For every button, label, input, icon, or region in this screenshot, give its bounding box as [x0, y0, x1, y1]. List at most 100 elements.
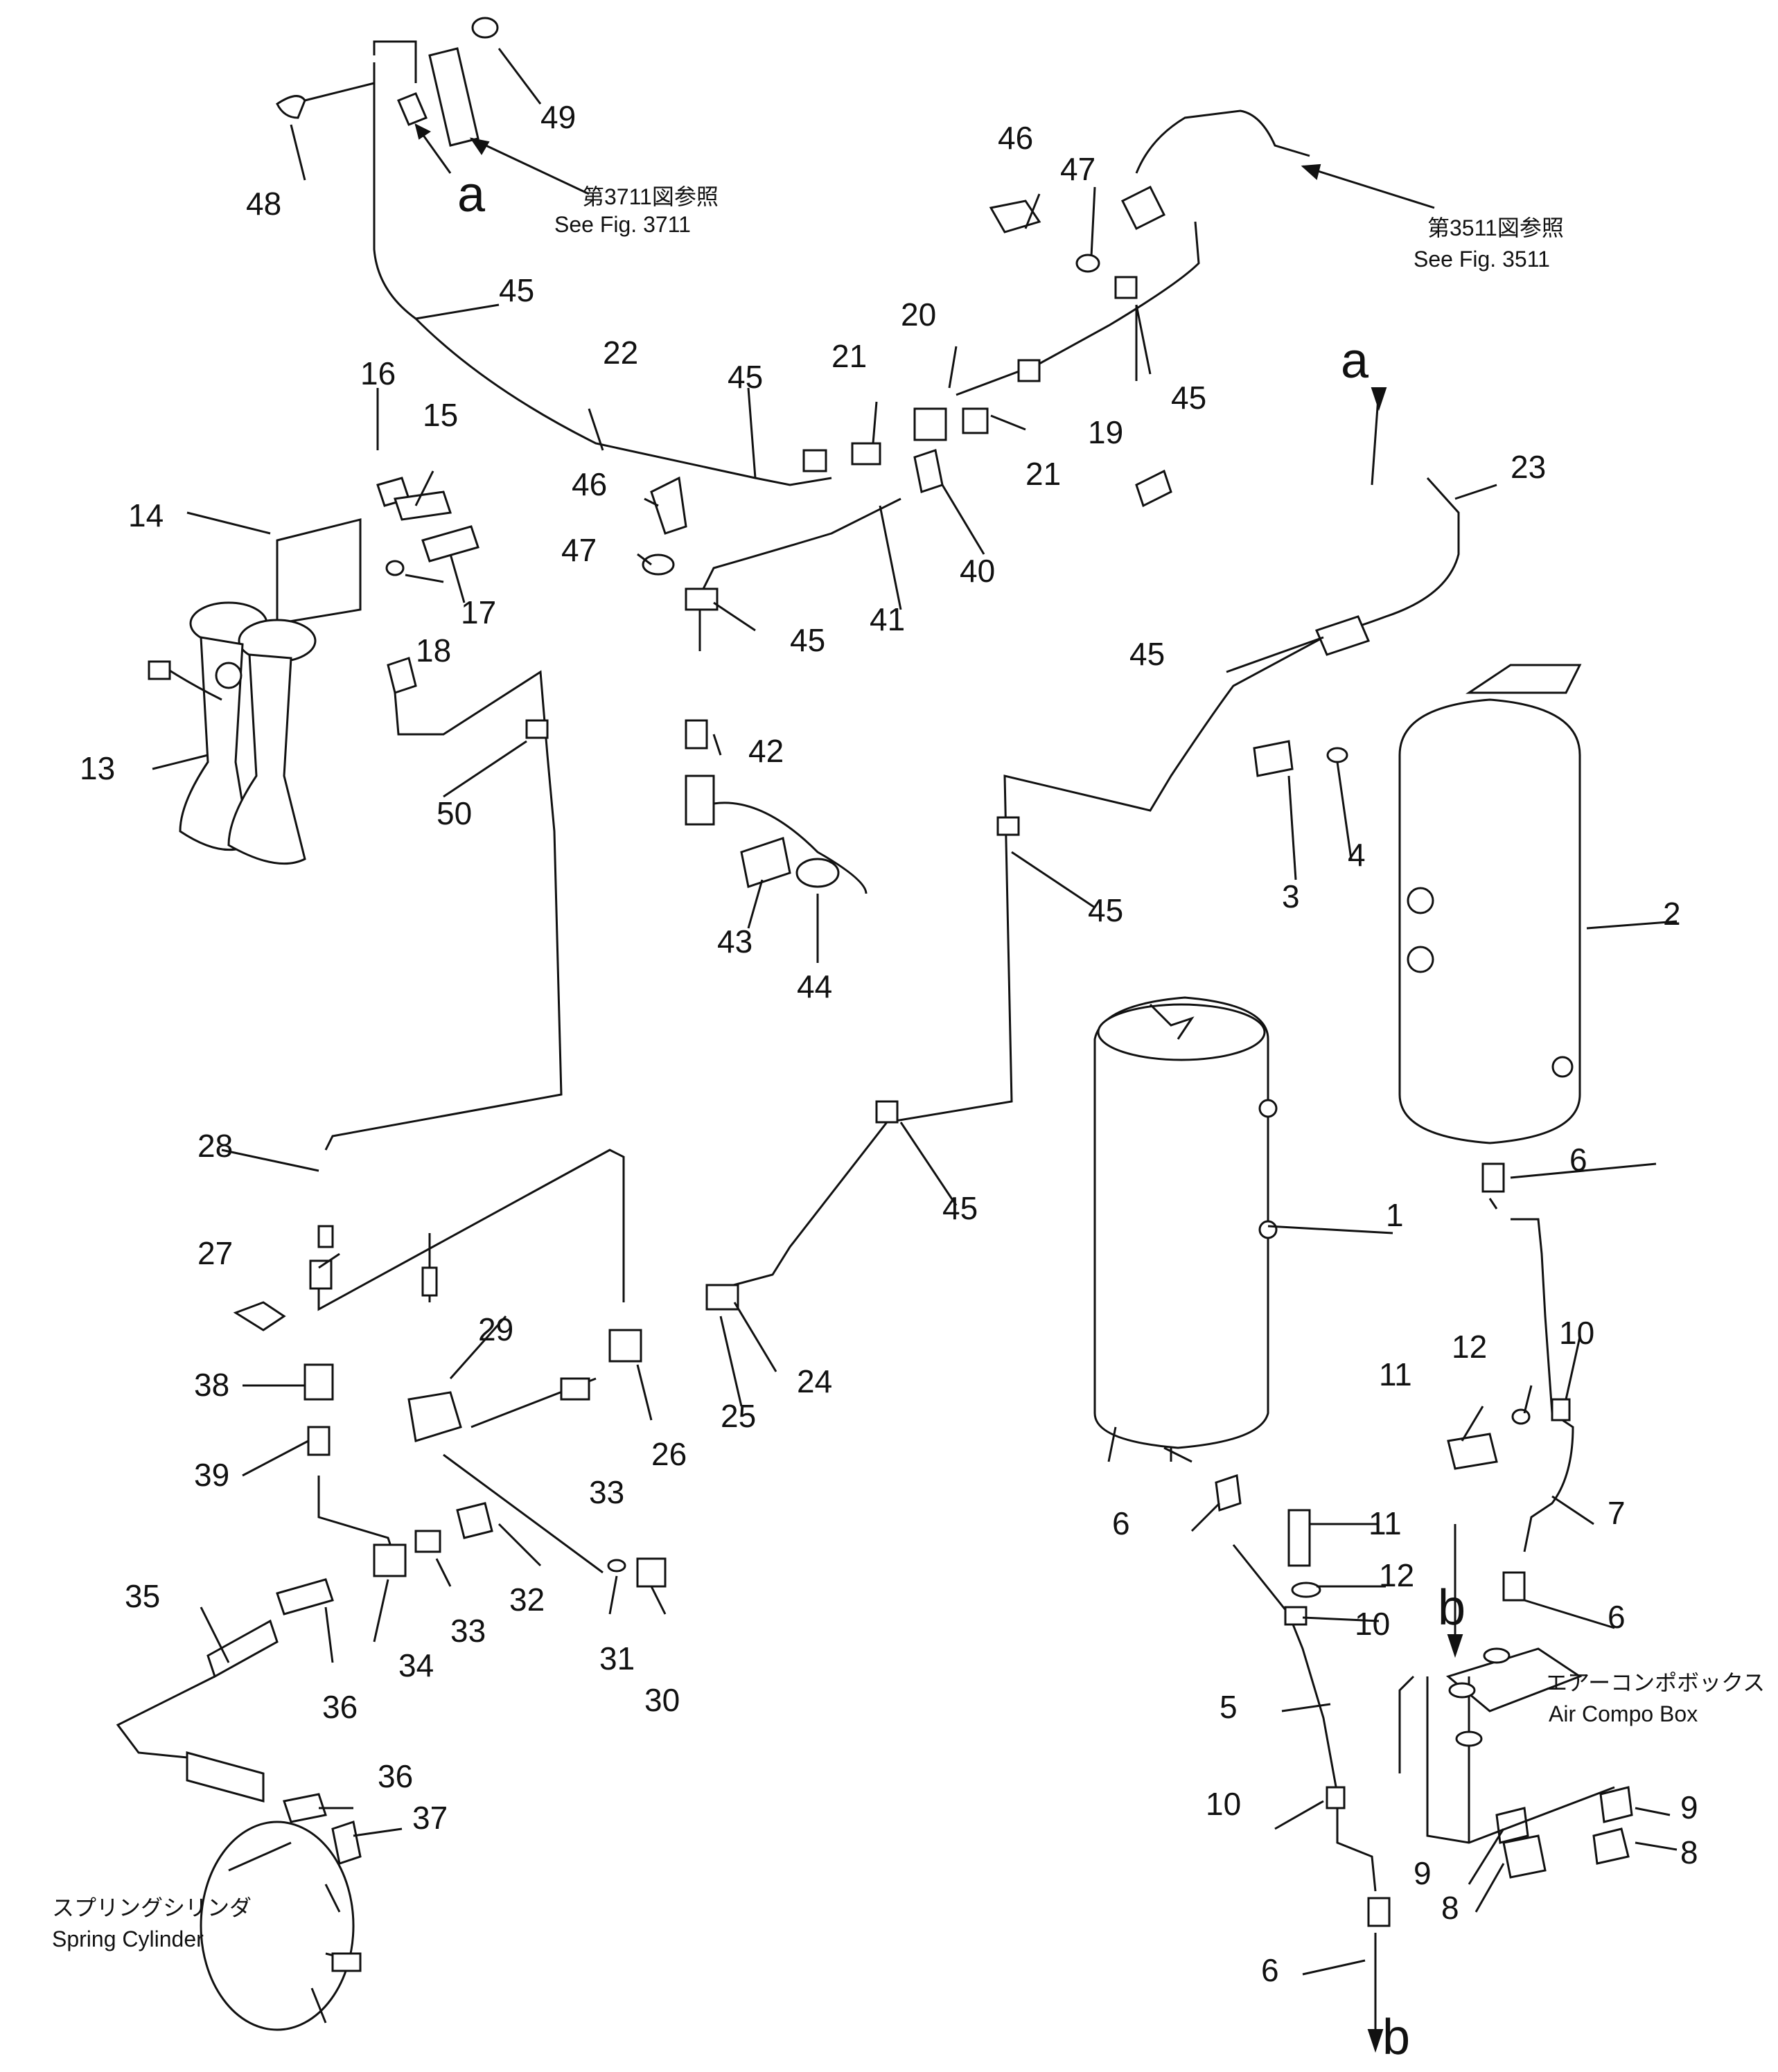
- connector-b-bottom: b: [1382, 2010, 1410, 2065]
- washer-12-a: [1511, 1408, 1531, 1425]
- elbow-32: [456, 1502, 493, 1539]
- reference-arrows: [414, 123, 1463, 2053]
- callout-28: 28: [197, 1128, 233, 1164]
- fitting-39: [307, 1426, 331, 1456]
- fitting-45-d: [1314, 615, 1371, 656]
- callout-2: 2: [1663, 896, 1681, 932]
- fitting-6-b: [1215, 1473, 1242, 1512]
- coupler-43: [740, 837, 791, 888]
- callout-11-a: 11: [1379, 1356, 1412, 1392]
- fitting-33-a: [560, 1377, 590, 1401]
- callout-48: 48: [246, 186, 281, 222]
- bolt-46-left: [650, 476, 687, 535]
- callout-14: 14: [128, 497, 164, 533]
- ref-3511-jp: 第3511図参照: [1427, 215, 1564, 240]
- clip-10-a: [1551, 1398, 1571, 1422]
- callout-10-c: 10: [1206, 1786, 1241, 1822]
- fitting-42: [685, 719, 708, 750]
- callout-8-a: 8: [1680, 1834, 1698, 1870]
- bolt-11-a: [1447, 1433, 1498, 1470]
- callout-42: 42: [748, 733, 784, 769]
- pipe-5: [1232, 1544, 1377, 1892]
- callout-45-c: 45: [1171, 380, 1206, 416]
- callout-32: 32: [509, 1582, 545, 1618]
- elbow-8-a: [1592, 1827, 1630, 1865]
- callout-13: 13: [80, 750, 115, 786]
- callout-37: 37: [412, 1800, 448, 1836]
- bolt-17: [421, 525, 479, 563]
- callout-3: 3: [1282, 878, 1300, 914]
- clip-10-c: [1326, 1786, 1346, 1809]
- cap-44: [795, 858, 840, 888]
- bolt-15: [394, 490, 452, 521]
- fitting-29-top: [421, 1266, 438, 1297]
- callout-9-b: 9: [1414, 1855, 1432, 1891]
- callout-45-a: 45: [499, 272, 534, 308]
- callout-12-a: 12: [1452, 1329, 1487, 1365]
- callout-21-b: 21: [1026, 456, 1061, 492]
- callout-46-a: 46: [998, 120, 1033, 156]
- reference-notes: 第3711図参照 See Fig. 3711 第3511図参照 See Fig.…: [52, 184, 1765, 1951]
- fitting-19-end: [1017, 359, 1041, 382]
- callout-27: 27: [197, 1235, 233, 1271]
- callout-43: 43: [717, 923, 752, 959]
- ref-3711-en: See Fig. 3711: [554, 212, 691, 237]
- bolt-30: [636, 1557, 667, 1588]
- fitting-36-a: [276, 1578, 334, 1615]
- callout-labels: 1 2 3 4 5 6 6 6 6 7 8 8 9 9 10 10 10 11 …: [80, 99, 1698, 1988]
- callout-7: 7: [1608, 1495, 1626, 1531]
- fitting-9-a: [1599, 1786, 1633, 1823]
- valve-29: [407, 1391, 462, 1442]
- coupler-body: [685, 774, 715, 826]
- callout-33-a: 33: [589, 1474, 624, 1510]
- fitting-23-end: [1135, 469, 1172, 508]
- washer-4: [1326, 747, 1348, 763]
- callout-45-e: 45: [1129, 636, 1165, 672]
- washer-12-b: [1291, 1582, 1321, 1598]
- clip-45-a: [802, 449, 827, 472]
- elbow-37: [331, 1821, 362, 1865]
- callout-6-b: 6: [1112, 1505, 1130, 1541]
- ref-spring-jp: スプリングシリンダ: [52, 1895, 252, 1920]
- callout-33-b: 33: [450, 1613, 486, 1649]
- fitting-27: [309, 1259, 333, 1290]
- callout-45-b: 45: [728, 359, 763, 395]
- callout-49: 49: [540, 99, 576, 135]
- pipe-6: [1488, 1198, 1498, 1210]
- washer-18: [385, 560, 405, 576]
- fitting-21-right: [962, 407, 989, 434]
- washer-47-left: [642, 554, 675, 576]
- callout-26: 26: [651, 1436, 687, 1472]
- callout-45-d: 45: [790, 622, 825, 658]
- bolt-46-right: [989, 200, 1041, 233]
- callout-31: 31: [599, 1640, 635, 1676]
- pipe-upper-right: [1135, 109, 1310, 174]
- tee-34: [373, 1543, 407, 1577]
- callout-11-b: 11: [1368, 1505, 1402, 1541]
- pipe-35: [116, 1675, 215, 1761]
- fitting-21-left: [851, 442, 881, 466]
- fitting-6-c: [1367, 1897, 1391, 1927]
- clip-10-b: [1284, 1606, 1308, 1626]
- ref-3711-jp: 第3711図参照: [582, 184, 719, 209]
- callout-23: 23: [1511, 449, 1546, 485]
- fittings: [186, 185, 1633, 1927]
- fitting-28-end: [317, 1225, 334, 1248]
- clip-45-e: [996, 816, 1020, 836]
- chain-44: [713, 802, 868, 894]
- callout-34: 34: [398, 1647, 434, 1683]
- callout-44: 44: [797, 968, 832, 1004]
- clip-45-c: [1114, 276, 1138, 299]
- callout-39: 39: [194, 1457, 229, 1493]
- callout-18: 18: [416, 632, 451, 668]
- callout-46-b: 46: [572, 466, 607, 502]
- air-tank-1: [1093, 996, 1278, 1463]
- callout-1: 1: [1386, 1197, 1404, 1233]
- hose-35-end: [206, 1619, 279, 1679]
- callout-4: 4: [1348, 837, 1366, 873]
- callout-36-b: 36: [378, 1758, 413, 1794]
- bolt-11-b: [1287, 1509, 1311, 1567]
- callout-47-a: 47: [1060, 151, 1095, 187]
- pipe-19: [956, 221, 1200, 396]
